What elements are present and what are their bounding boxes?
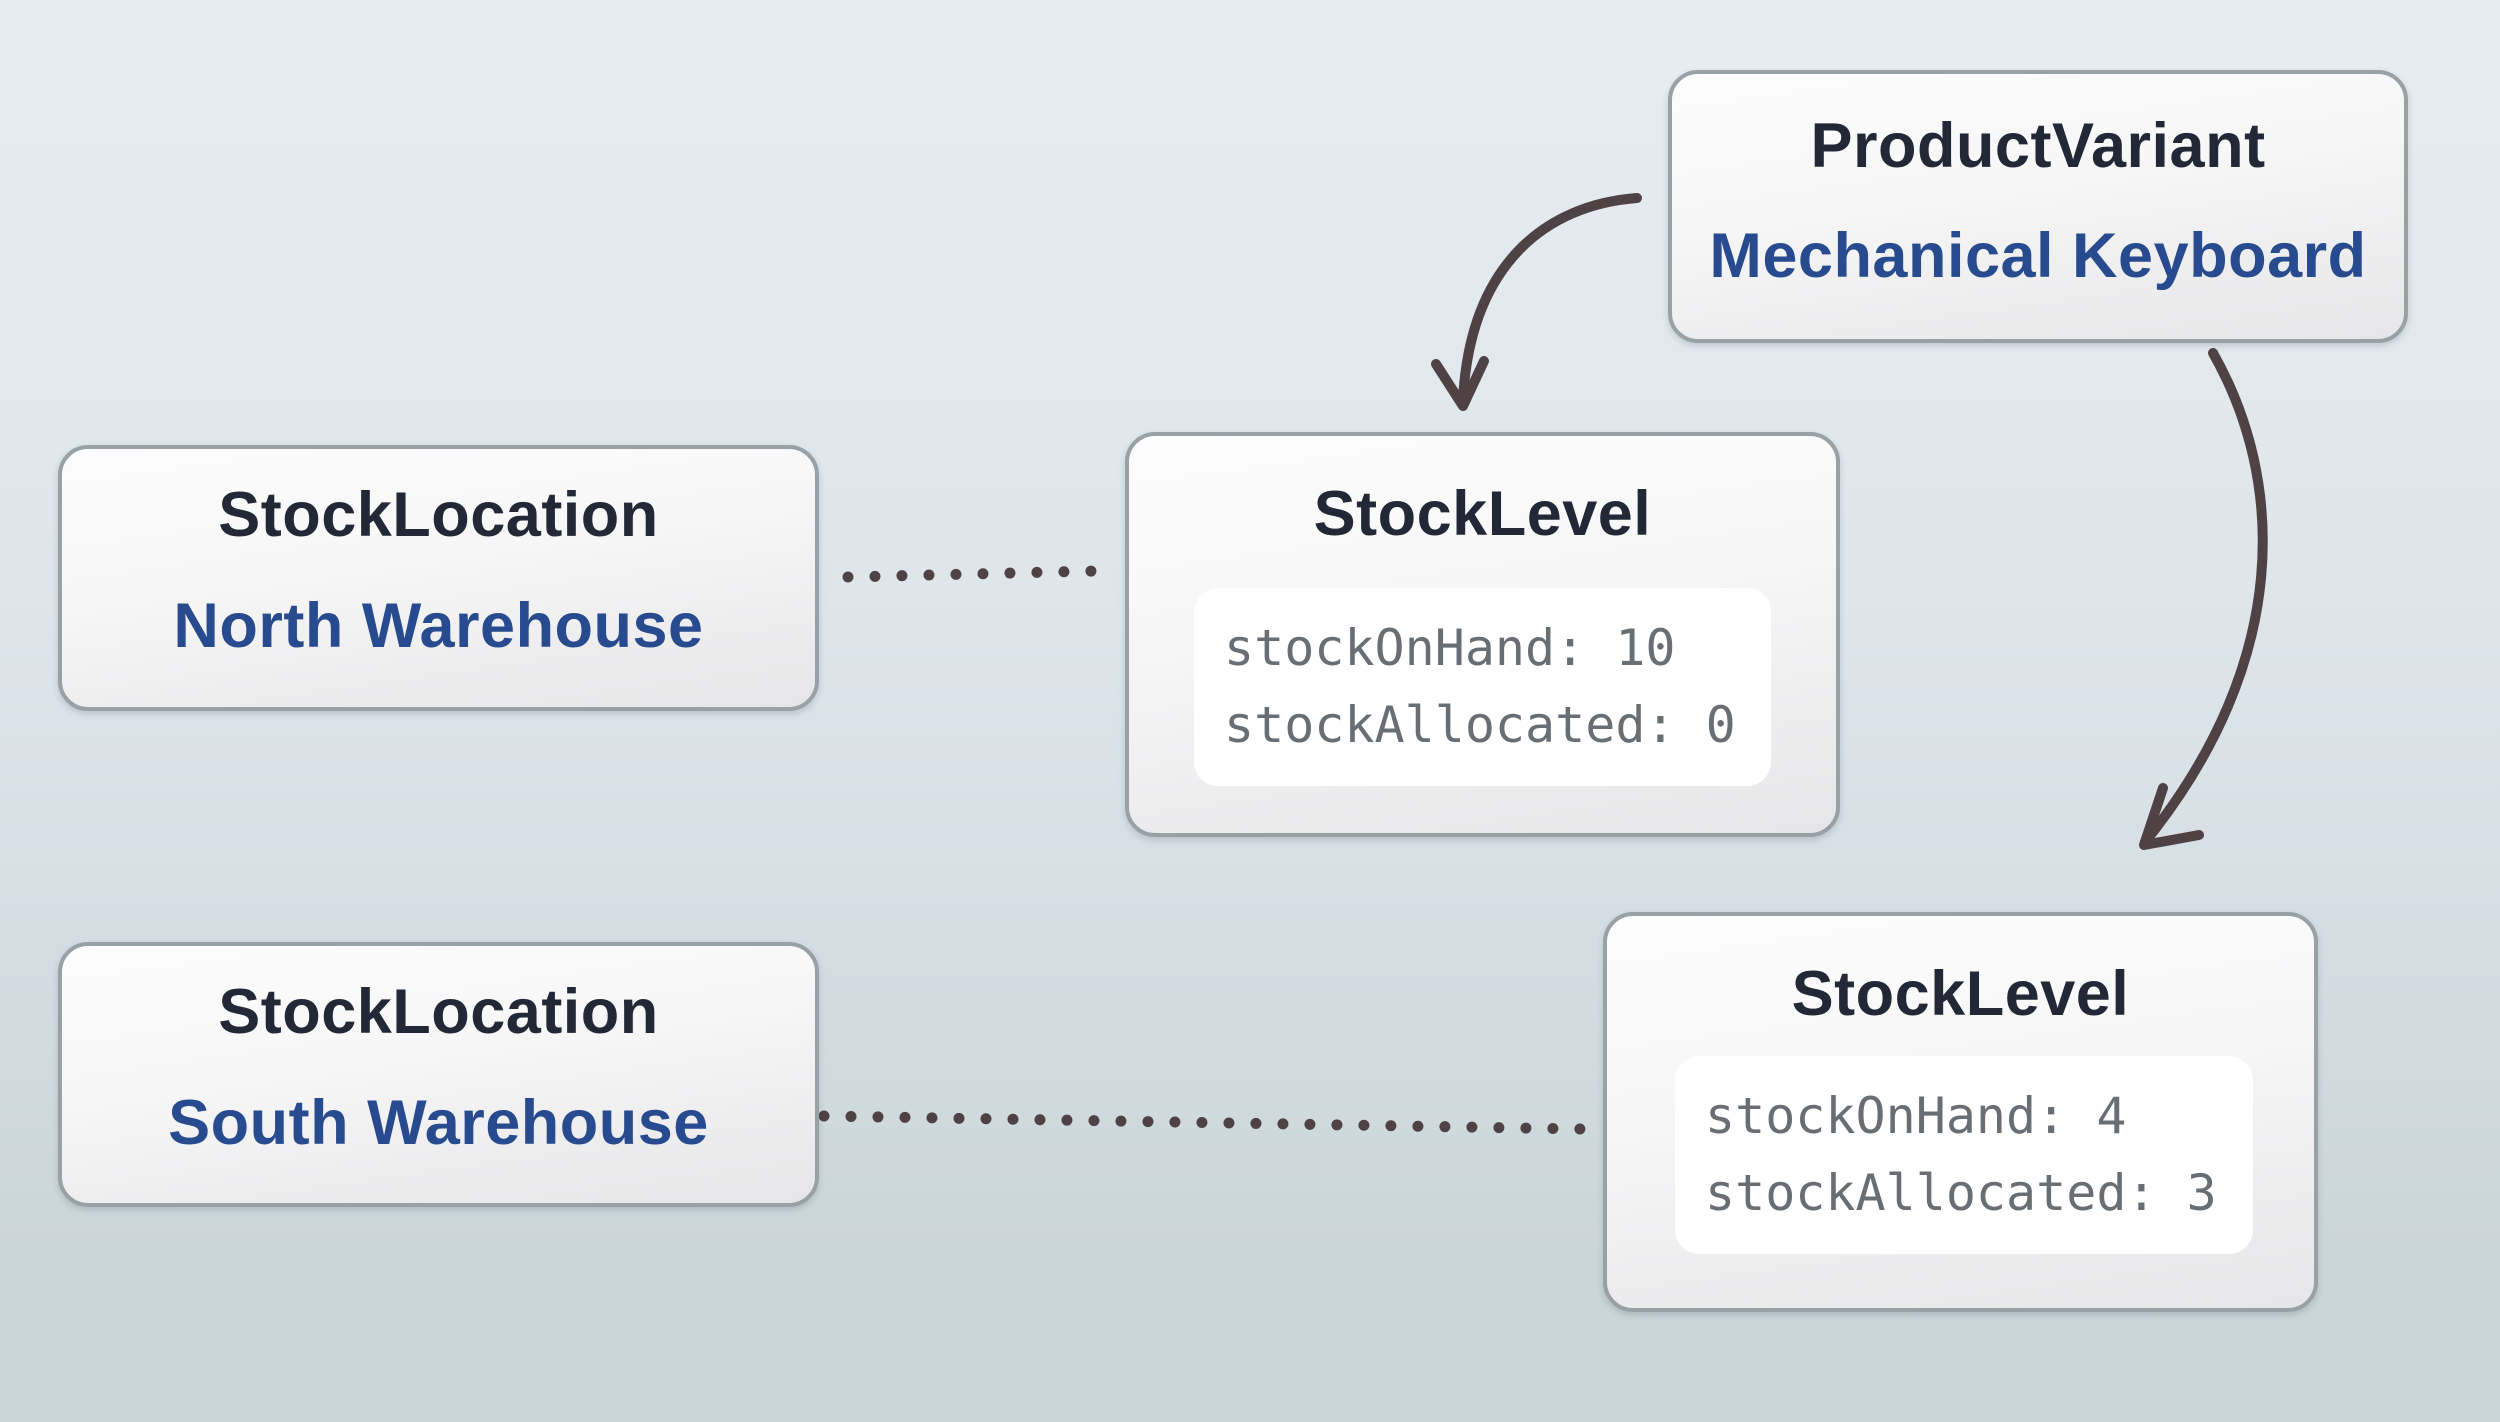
stock-location-name: South Warehouse (168, 1088, 709, 1159)
node-stock-location-south: StockLocation South Warehouse (58, 942, 819, 1207)
arrow-productvariant-to-stocklevel-north (1431, 193, 1642, 411)
stock-allocated-line: stockAllocated: 3 (1705, 1164, 2217, 1222)
stock-on-hand-line: stockOnHand: 4 (1705, 1086, 2127, 1145)
stock-level-title: StockLevel (1791, 959, 2130, 1029)
node-stock-level-north: StockLevel stockOnHand: 10 stockAllocate… (1125, 432, 1840, 837)
stock-level-title: StockLevel (1313, 479, 1652, 549)
stock-location-name: North Warehouse (173, 591, 704, 662)
node-stock-level-south: StockLevel stockOnHand: 4 stockAllocated… (1603, 912, 2318, 1312)
stock-allocated-line: stockAllocated: 0 (1224, 696, 1736, 754)
stock-location-title: StockLocation (218, 977, 659, 1047)
stock-location-title: StockLocation (218, 480, 659, 550)
dotted-link-south (818, 1110, 1586, 1135)
arrowhead-icon (2139, 783, 2204, 850)
product-variant-title: ProductVariant (1810, 111, 2266, 181)
node-stock-location-north: StockLocation North Warehouse (58, 445, 819, 711)
arrowhead-icon (1431, 356, 1489, 411)
arrow-productvariant-to-stocklevel-south (2139, 348, 2268, 850)
stock-fields-panel: stockOnHand: 10 stockAllocated: 0 (1194, 588, 1771, 786)
node-product-variant: ProductVariant Mechanical Keyboard (1668, 70, 2408, 343)
stock-fields-panel: stockOnHand: 4 stockAllocated: 3 (1675, 1056, 2253, 1254)
product-variant-name: Mechanical Keyboard (1709, 221, 2367, 292)
dotted-link-north (842, 565, 1100, 583)
stock-on-hand-line: stockOnHand: 10 (1224, 618, 1676, 677)
